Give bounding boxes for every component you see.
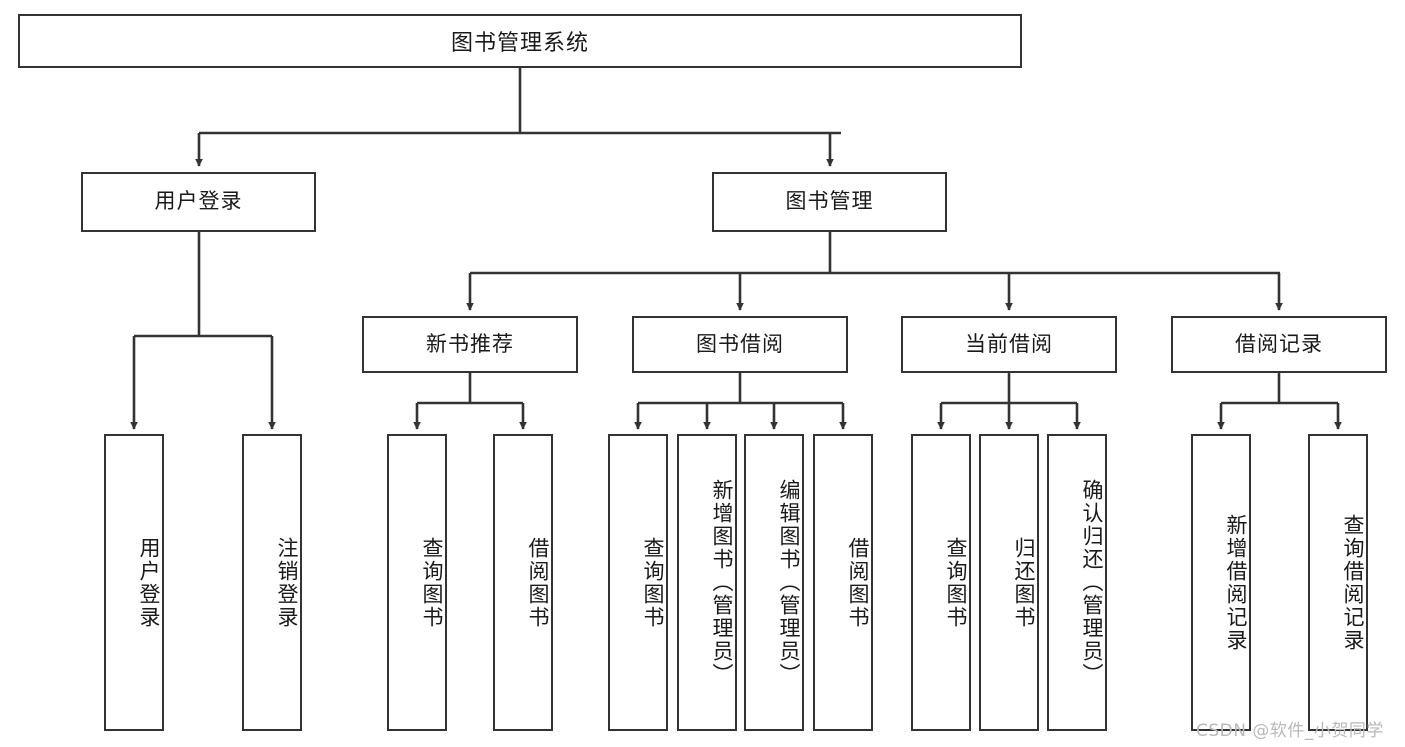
node-leaf-query-borrow-record[interactable]: 查询借阅记录 <box>1308 434 1368 731</box>
node-leaf-query-book-borrow[interactable]: 查询图书 <box>608 434 668 731</box>
node-leaf-return-book[interactable]: 归还图书 <box>979 434 1039 731</box>
node-leaf-borrow-book-recommend[interactable]: 借阅图书 <box>493 434 553 731</box>
node-leaf-add-book[interactable]: 新增图书（管理员） <box>677 434 737 731</box>
node-borrow-record[interactable]: 借阅记录 <box>1171 316 1387 373</box>
node-leaf-edit-book[interactable]: 编辑图书（管理员） <box>744 434 804 731</box>
node-leaf-logout[interactable]: 注销登录 <box>242 434 302 731</box>
node-new-book-recommend[interactable]: 新书推荐 <box>362 316 578 373</box>
node-leaf-query-book-current[interactable]: 查询图书 <box>911 434 971 731</box>
node-user-login[interactable]: 用户登录 <box>81 172 316 232</box>
node-leaf-confirm-return[interactable]: 确认归还（管理员） <box>1047 434 1107 731</box>
node-root-system[interactable]: 图书管理系统 <box>18 14 1022 68</box>
node-book-borrow[interactable]: 图书借阅 <box>632 316 848 373</box>
node-leaf-add-borrow-record[interactable]: 新增借阅记录 <box>1191 434 1251 731</box>
csdn-watermark: CSDN @软件_小贺同学 <box>1196 721 1384 741</box>
node-current-borrow[interactable]: 当前借阅 <box>901 316 1117 373</box>
node-book-manage[interactable]: 图书管理 <box>712 172 947 232</box>
node-leaf-user-login[interactable]: 用户登录 <box>104 434 164 731</box>
node-leaf-borrow-book[interactable]: 借阅图书 <box>813 434 873 731</box>
node-leaf-query-book-recommend[interactable]: 查询图书 <box>387 434 447 731</box>
